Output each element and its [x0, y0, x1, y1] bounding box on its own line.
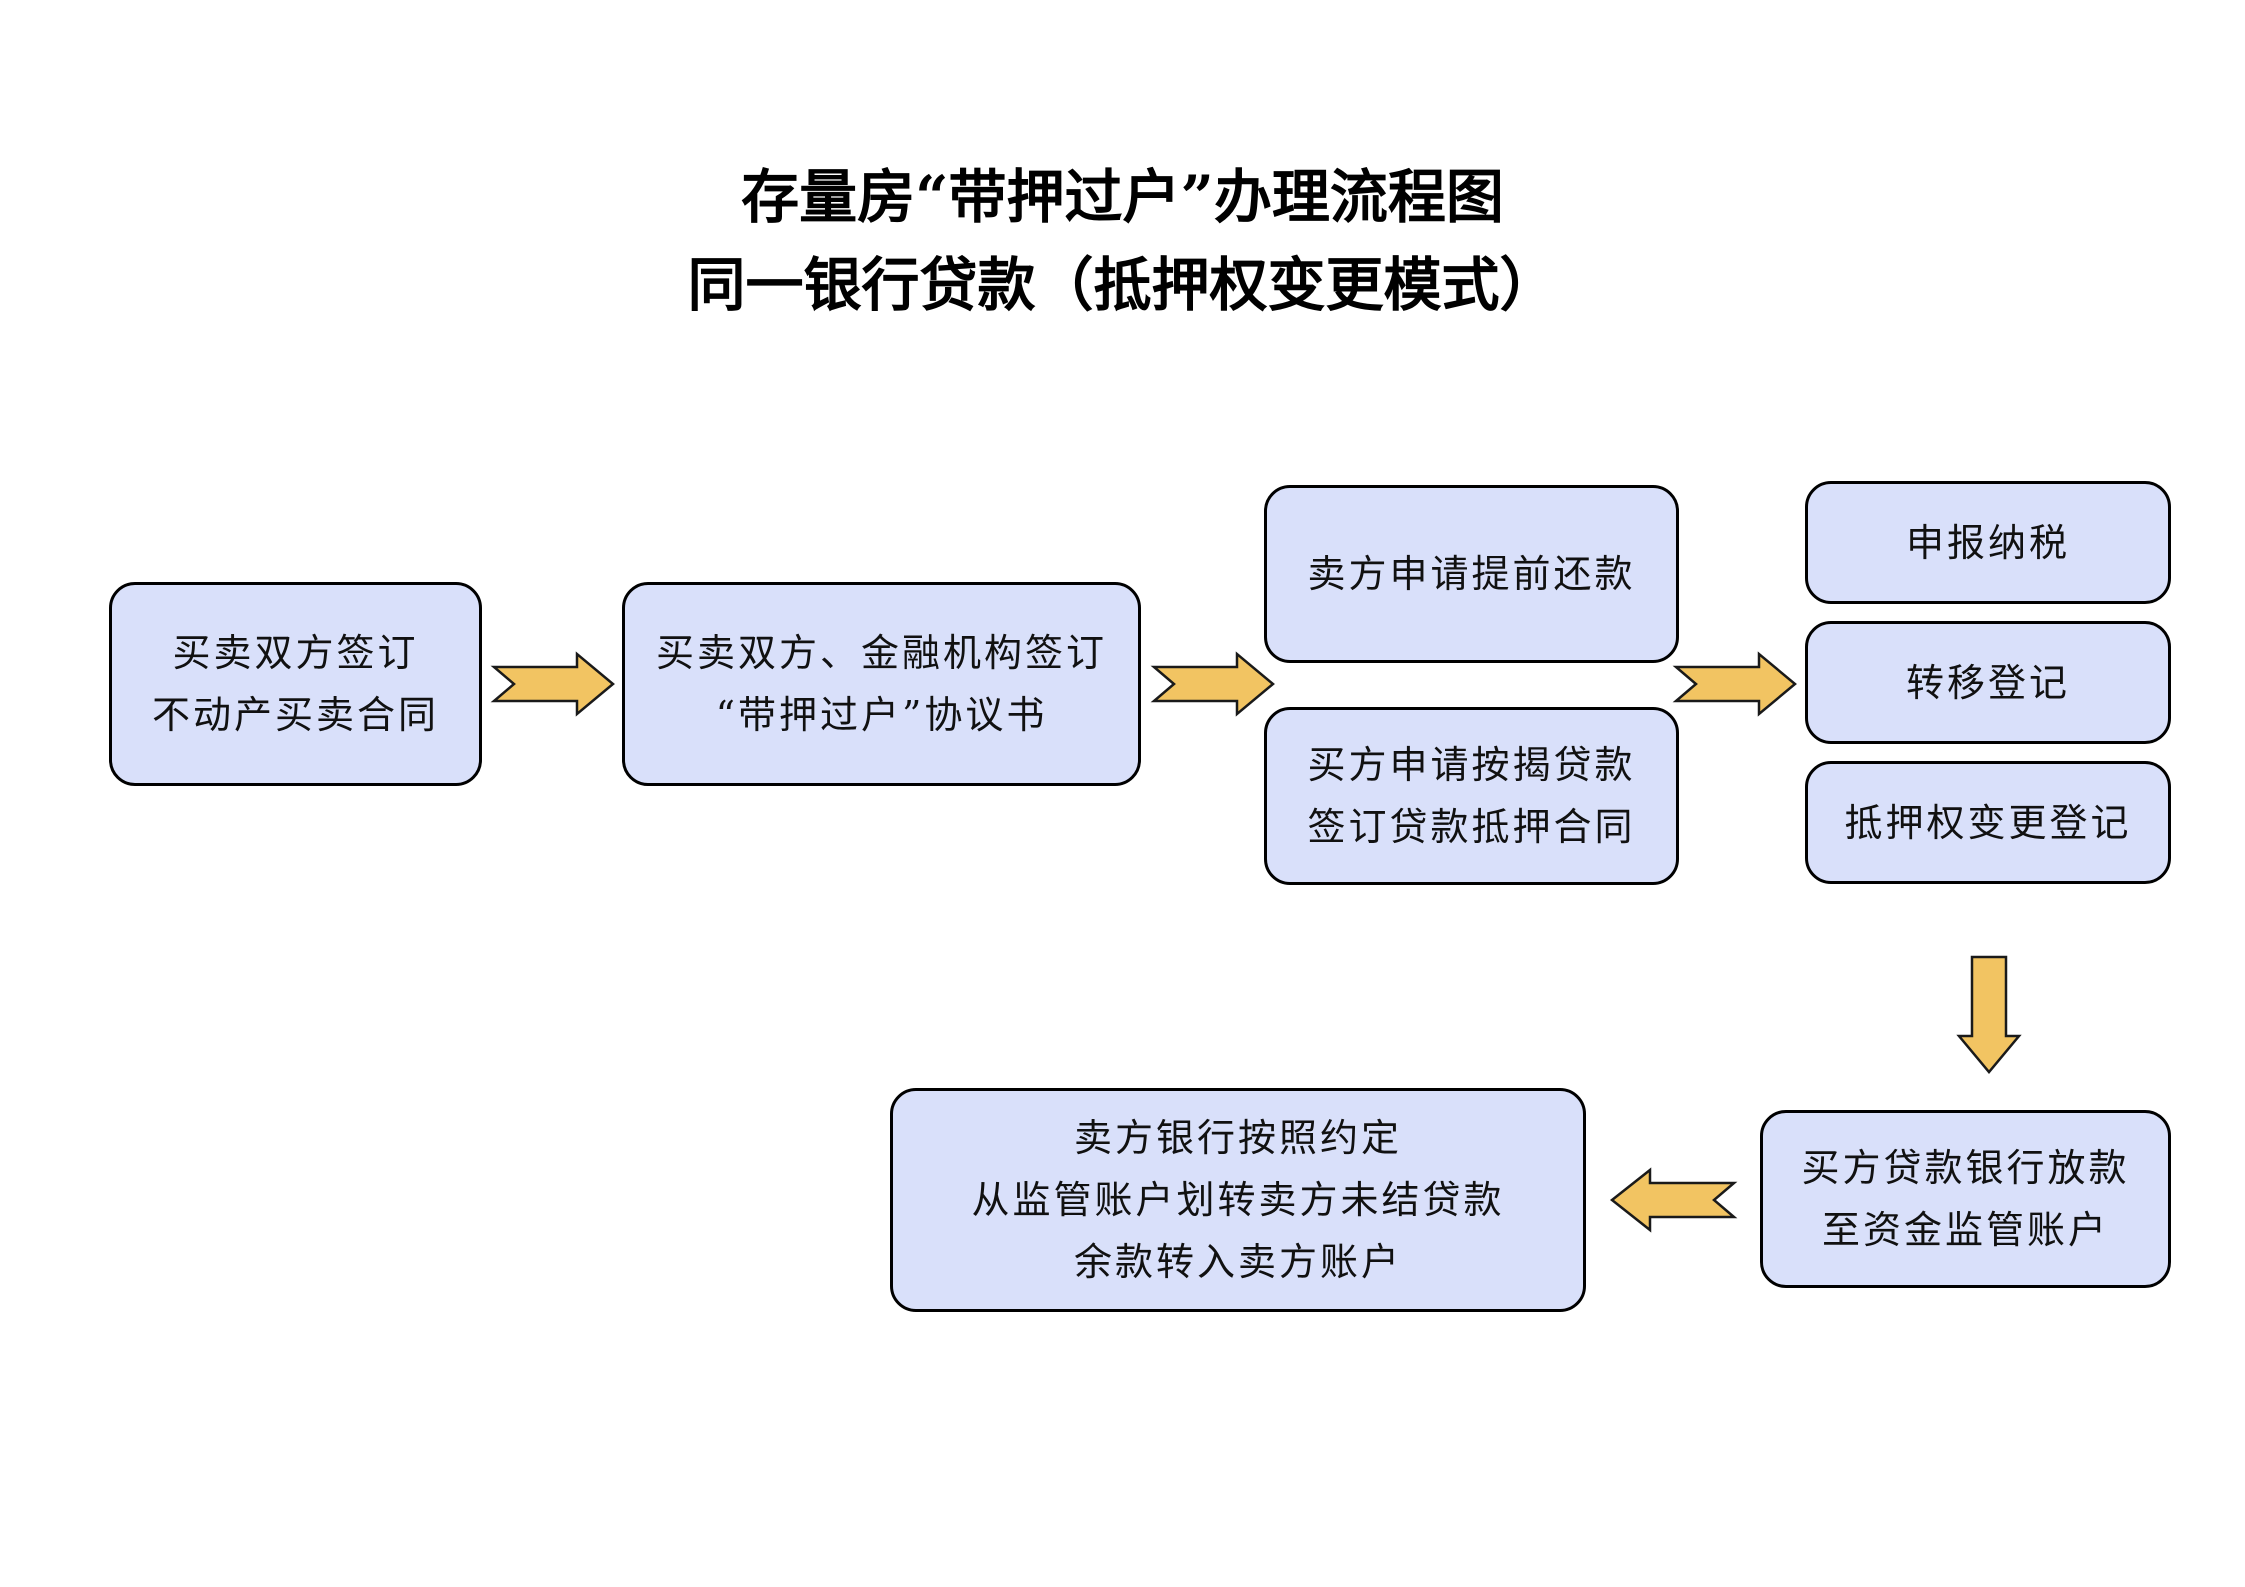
arrow-right-icon [490, 651, 615, 717]
step-text: 买卖双方、金融机构签订 [655, 631, 1107, 675]
step-text: 买方贷款银行放款 [1801, 1146, 2130, 1190]
step-text: 抵押权变更登记 [1844, 800, 2132, 845]
step-text: 不动产买卖合同 [151, 693, 439, 737]
step-seller-bank-settlement: 卖方银行按照约定 从监管账户划转卖方未结贷款 余款转入卖方账户 [890, 1088, 1586, 1312]
diagram-subtitle: 同一银行贷款（抵押权变更模式） [687, 251, 1558, 319]
step-text: 转移登记 [1905, 660, 2070, 705]
arrow-left-icon [1609, 1167, 1738, 1233]
step-text: 从监管账户划转卖方未结贷款 [971, 1178, 1505, 1222]
step-buyer-mortgage-apply: 买方申请按揭贷款 签订贷款抵押合同 [1264, 707, 1679, 885]
step-transfer-registration: 转移登记 [1805, 621, 2171, 744]
step-text: 买卖双方签订 [172, 631, 419, 675]
arrow-down-icon [1956, 955, 2022, 1074]
diagram-title: 存量房“带押过户”办理流程图 [741, 163, 1504, 231]
step-seller-prepayment: 卖方申请提前还款 [1264, 485, 1679, 663]
step-text: 余款转入卖方账户 [1073, 1240, 1402, 1284]
step-text: “带押过户”协议书 [715, 693, 1048, 737]
step-sign-sales-contract: 买卖双方签订 不动产买卖合同 [109, 582, 482, 786]
step-mortgage-change-registration: 抵押权变更登记 [1805, 761, 2171, 884]
step-loan-release: 买方贷款银行放款 至资金监管账户 [1760, 1110, 2171, 1288]
step-tax-declaration: 申报纳税 [1805, 481, 2171, 604]
step-text: 至资金监管账户 [1821, 1208, 2109, 1252]
arrow-right-icon [1150, 651, 1275, 717]
step-text: 签订贷款抵押合同 [1307, 805, 1636, 849]
step-text: 申报纳税 [1905, 520, 2070, 565]
step-text: 卖方申请提前还款 [1307, 552, 1636, 596]
arrow-right-icon [1672, 651, 1797, 717]
step-sign-agreement: 买卖双方、金融机构签订 “带押过户”协议书 [622, 582, 1141, 786]
step-text: 卖方银行按照约定 [1073, 1116, 1402, 1160]
step-text: 买方申请按揭贷款 [1307, 743, 1636, 787]
